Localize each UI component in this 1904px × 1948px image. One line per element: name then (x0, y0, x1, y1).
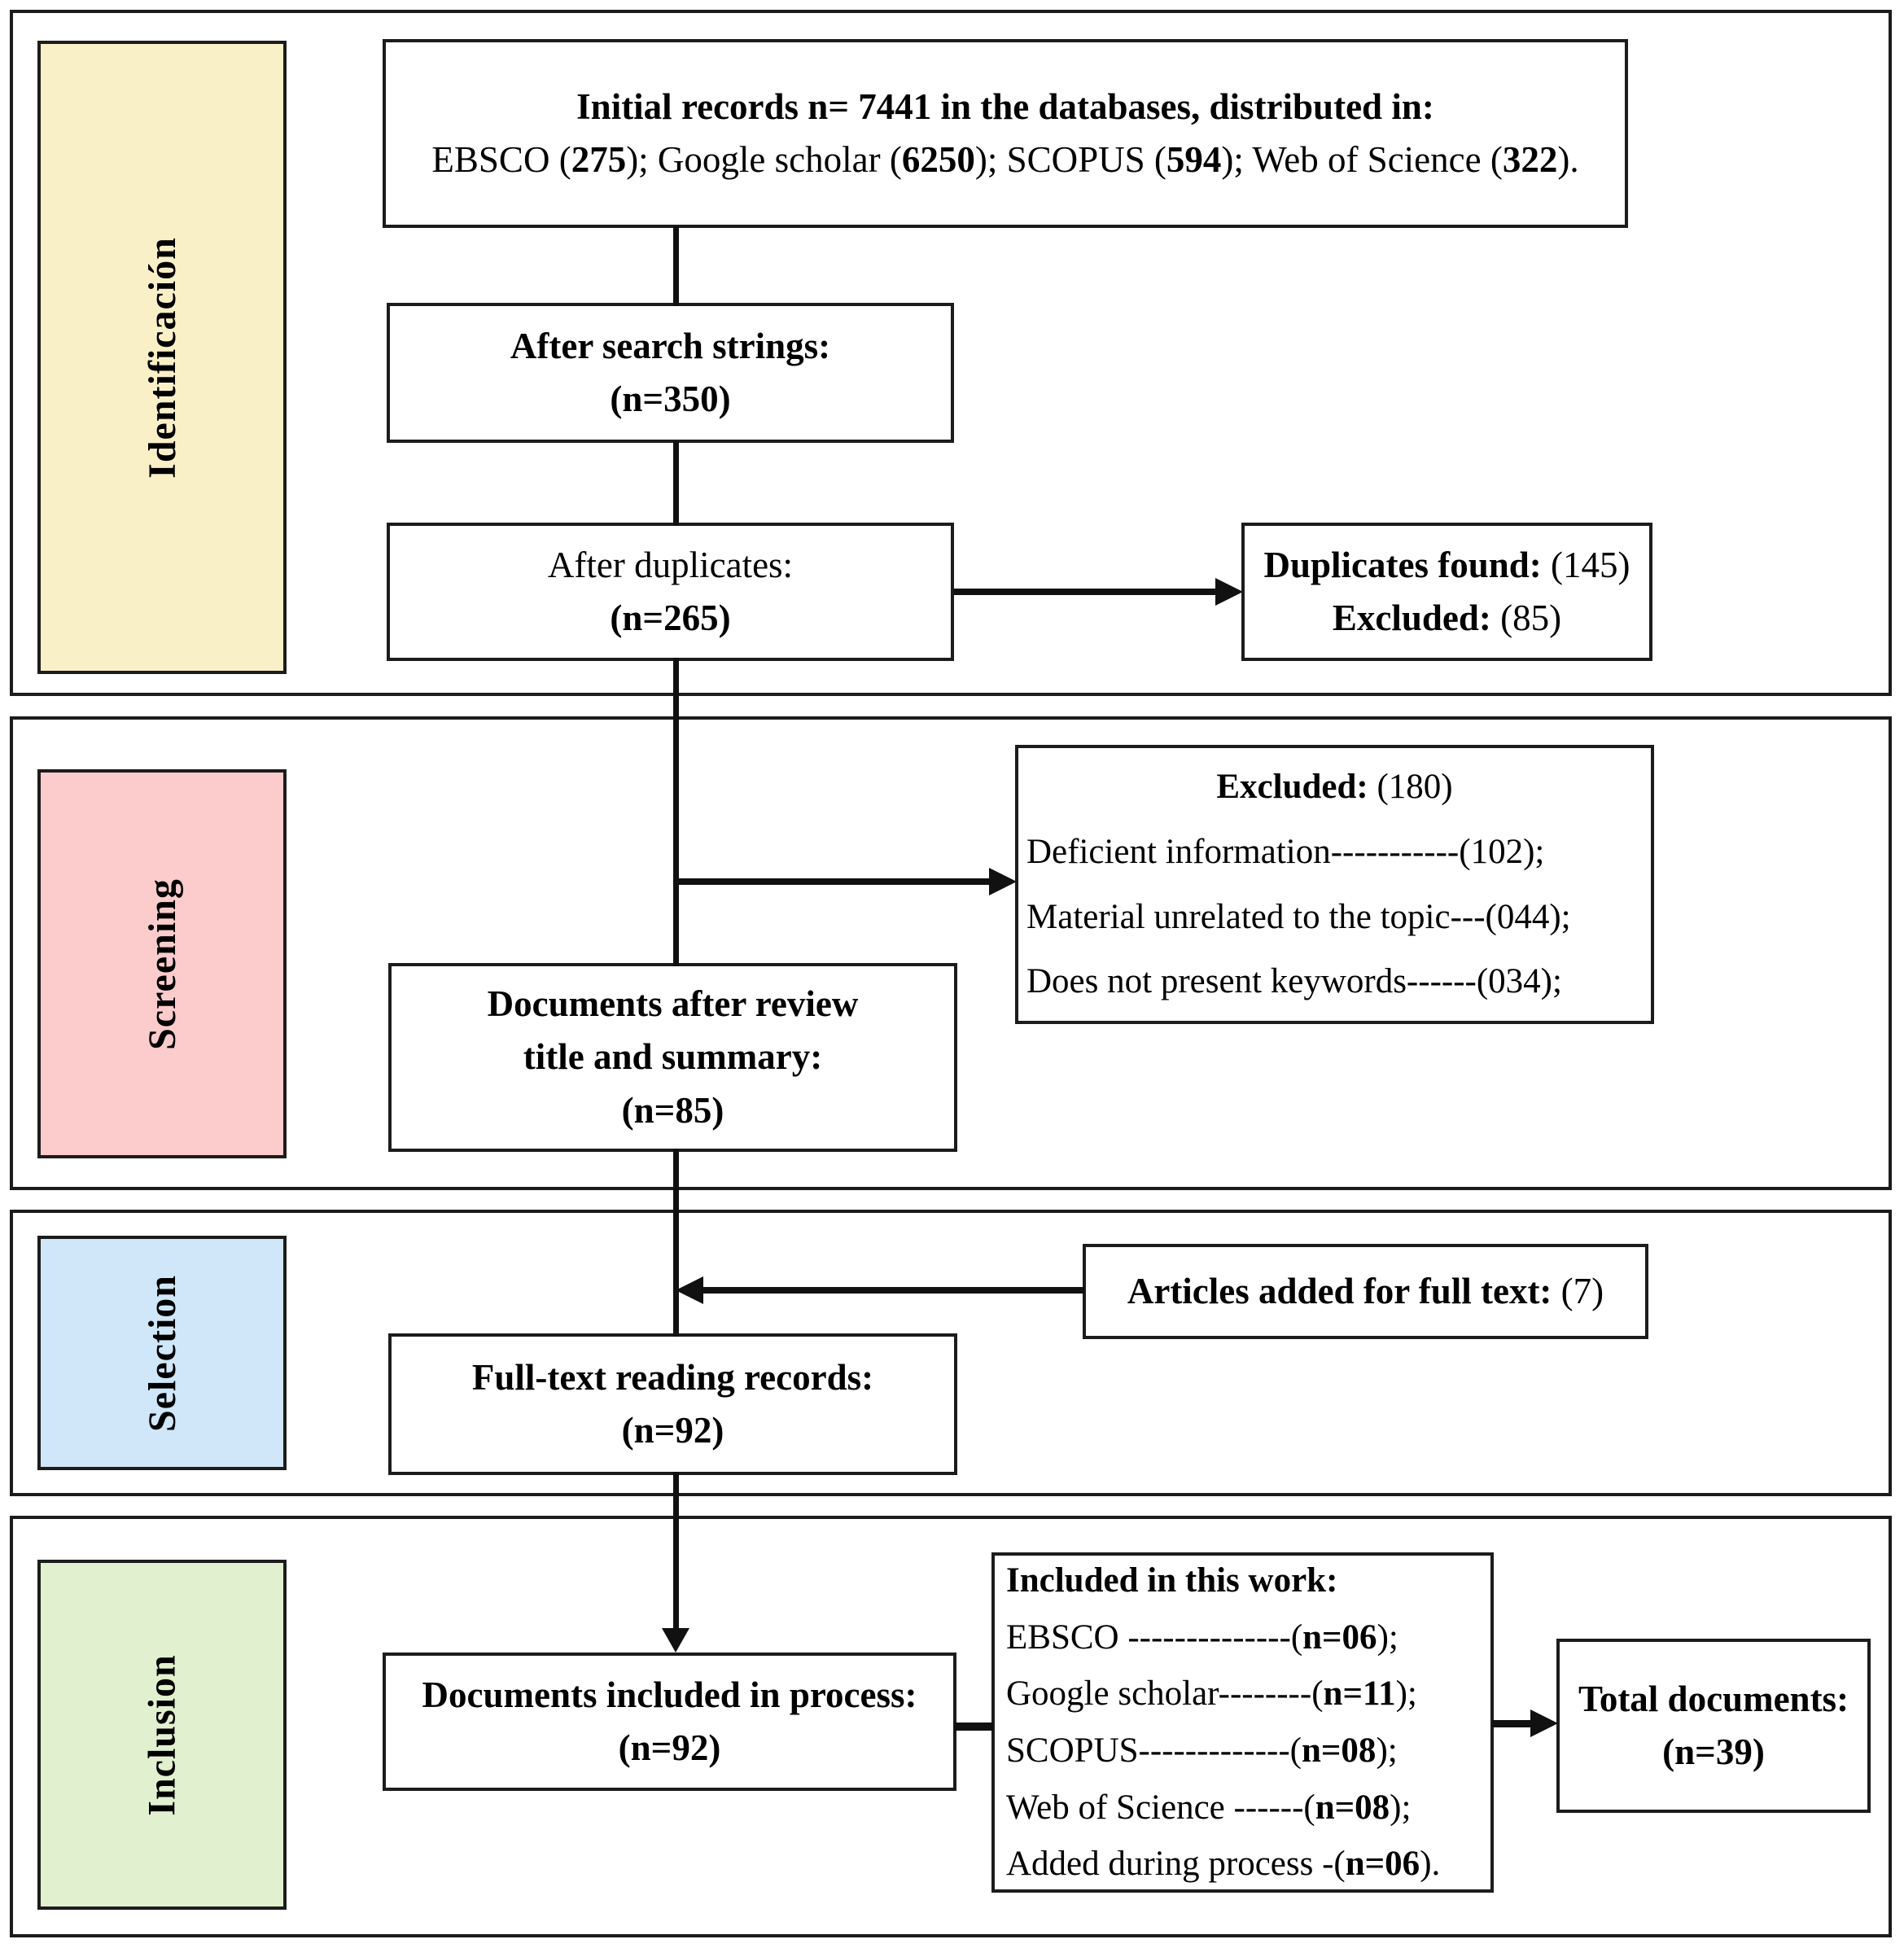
fulltext-line1: Full-text reading records: (471, 1356, 874, 1398)
flow-line-to-duplicates-found (954, 589, 1219, 595)
arrowhead-right-to-duplicates-found (1215, 578, 1243, 606)
included-process-line1: Documents included in process: (422, 1674, 917, 1715)
after-duplicates-line1: After duplicates: (547, 544, 794, 585)
flow-line-review-to-fulltext (673, 1149, 679, 1337)
box-after-search-strings: After search strings: (n=350) (387, 303, 954, 443)
label-screening: Screening (37, 769, 287, 1158)
flow-line-search-to-duplicates (673, 441, 679, 526)
after-review-line3: (n=85) (621, 1089, 724, 1131)
after-review-line1: Documents after review (487, 983, 859, 1025)
included-work-item: Added during process -(n=06). (1006, 1845, 1441, 1884)
after-search-line1: After search strings: (510, 325, 831, 366)
box-excluded-screening: Excluded: (180) Deficient information---… (1015, 745, 1654, 1024)
flow-line-work-to-total (1492, 1720, 1533, 1727)
included-work-item: Google scholar--------(n=11); (1006, 1674, 1417, 1714)
flow-line-to-excluded (676, 878, 993, 885)
excluded-title: Excluded: (180) (1216, 768, 1453, 807)
excluded-item: Material unrelated to the topic---(044); (1026, 897, 1571, 936)
excluded-item: Does not present keywords------(034); (1026, 962, 1562, 1001)
duplicates-found-line1: Duplicates found: (145) (1263, 544, 1630, 585)
initial-records-detail: EBSCO (275); Google scholar (6250); SCOP… (431, 139, 1579, 180)
flow-line-duplicates-to-review (673, 658, 679, 966)
label-identificacion: Identificación (37, 41, 287, 674)
included-process-line2: (n=92) (618, 1727, 721, 1768)
arrowhead-right-to-total (1530, 1709, 1558, 1737)
after-review-line2: title and summary: (523, 1036, 823, 1078)
label-screening-text: Screening (140, 878, 184, 1050)
total-line2: (n=39) (1662, 1731, 1765, 1772)
arrowhead-down-to-documents-included (662, 1628, 689, 1653)
label-inclusion-text: Inclusion (140, 1653, 184, 1816)
after-duplicates-line2: (n=265) (610, 598, 731, 638)
fulltext-line2: (n=92) (621, 1410, 724, 1451)
flow-line-initial-to-search (673, 226, 679, 306)
arrowhead-right-to-excluded (989, 868, 1017, 895)
articles-added-text: Articles added for full text: (7) (1127, 1270, 1604, 1311)
arrowhead-left-to-spine (676, 1276, 703, 1304)
label-selection: Selection (37, 1236, 287, 1470)
included-work-title: Included in this work: (1006, 1561, 1338, 1600)
label-inclusion: Inclusion (37, 1560, 287, 1910)
box-documents-after-review: Documents after review title and summary… (388, 963, 957, 1152)
total-line1: Total documents: (1578, 1678, 1849, 1719)
label-selection-text: Selection (140, 1274, 184, 1432)
box-articles-added: Articles added for full text: (7) (1083, 1244, 1648, 1339)
box-after-duplicates: After duplicates: (n=265) (387, 523, 954, 661)
included-work-item: SCOPUS-------------(n=08); (1006, 1731, 1398, 1770)
included-work-item: Web of Science ------(n=08); (1006, 1788, 1412, 1827)
box-documents-included: Documents included in process: (n=92) (383, 1653, 956, 1791)
flow-line-included-to-work (954, 1723, 993, 1731)
box-included-in-work: Included in this work: EBSCO -----------… (991, 1552, 1494, 1893)
initial-records-title: Initial records n= 7441 in the databases… (576, 85, 1434, 127)
included-work-item: EBSCO --------------(n=06); (1006, 1617, 1398, 1657)
duplicates-found-line2: Excluded: (85) (1332, 598, 1562, 638)
box-full-text-reading: Full-text reading records: (n=92) (388, 1333, 957, 1475)
flow-line-from-articles-added (702, 1287, 1084, 1294)
excluded-item: Deficient information-----------(102); (1026, 832, 1545, 871)
after-search-line2: (n=350) (610, 379, 731, 419)
box-total-documents: Total documents: (n=39) (1556, 1639, 1871, 1813)
box-duplicates-found: Duplicates found: (145) Excluded: (85) (1241, 523, 1652, 661)
box-initial-records: Initial records n= 7441 in the databases… (383, 39, 1628, 228)
label-identificacion-text: Identificación (140, 236, 184, 479)
flow-line-fulltext-to-included (673, 1472, 679, 1631)
